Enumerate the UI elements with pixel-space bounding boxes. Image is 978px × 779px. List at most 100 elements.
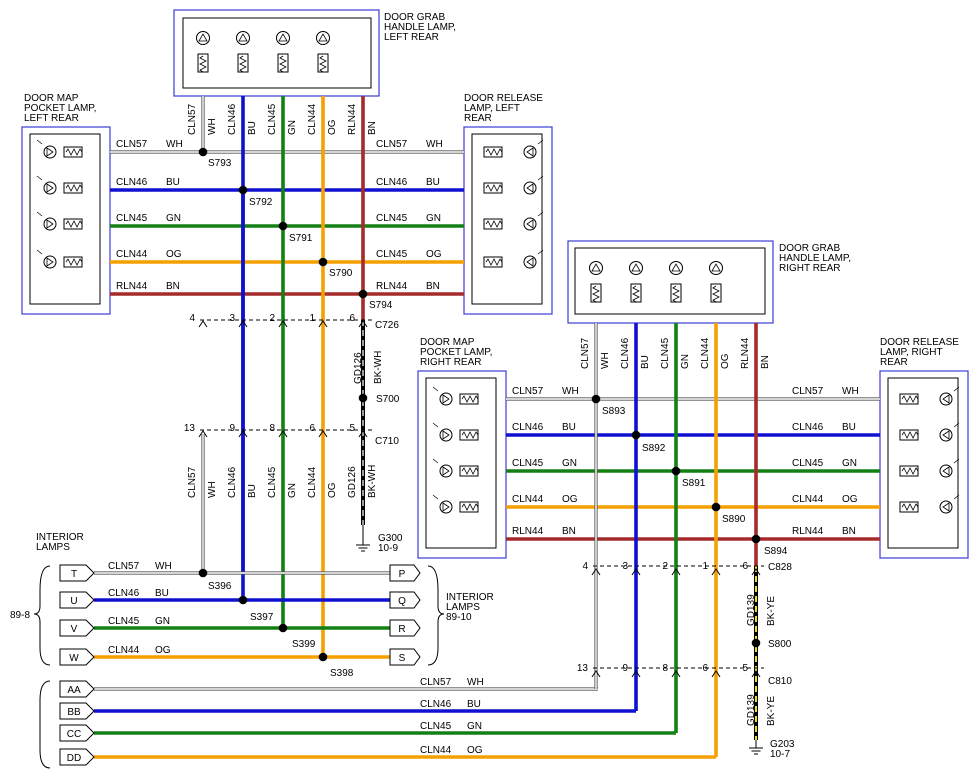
color-label: OG — [166, 249, 182, 260]
circuit-label: CLN45 — [267, 466, 278, 498]
resistor-zigzag — [485, 148, 503, 156]
light-ray — [537, 175, 544, 181]
resistor-zigzag — [279, 55, 287, 73]
light-ray — [36, 211, 43, 217]
c810-label: C810 — [768, 676, 792, 687]
terminal-u — [59, 591, 95, 609]
terminal-v — [59, 619, 95, 637]
release-right-lamp — [899, 386, 960, 406]
circuit-label: CLN46 — [376, 177, 408, 188]
c710-pin — [358, 430, 368, 438]
wires — [94, 96, 880, 759]
resistor-zigzag — [901, 431, 919, 439]
c726-label: C726 — [375, 320, 399, 331]
s794-dot — [358, 289, 368, 299]
circuit-label: RLN44 — [512, 526, 544, 537]
brace-left-lower — [39, 680, 51, 769]
color-label: BN — [426, 281, 440, 292]
grab-left-lamp — [236, 31, 250, 73]
c710-pin — [318, 430, 328, 438]
c828-pin — [671, 568, 681, 576]
splice-label: S700 — [376, 394, 400, 405]
lamp-diode-icon — [631, 263, 641, 272]
lamp-diode-icon — [671, 263, 681, 272]
color-label: OG — [720, 353, 731, 369]
terminal-q — [389, 591, 421, 609]
lamp-diode-icon — [442, 466, 450, 476]
terminal-w-label: W — [69, 653, 79, 664]
s893-dot — [591, 394, 601, 404]
circuit-label: CLN45 — [512, 458, 544, 469]
circuit-label: CLN57 — [420, 677, 452, 688]
resistor-zigzag — [485, 220, 503, 228]
g203-ground — [749, 747, 763, 755]
lamp-diode-icon — [46, 219, 54, 229]
splice-label: S794 — [369, 300, 393, 311]
map-right-lamp — [432, 458, 479, 478]
g300-ref: 10-9 — [378, 543, 398, 554]
splice-label: S397 — [250, 612, 274, 623]
map-right-lamp — [432, 386, 479, 406]
release-right-title: REAR — [880, 357, 908, 368]
circuit-label: CLN45 — [116, 213, 148, 224]
circuit-label: CLN45 — [792, 458, 824, 469]
circuit-label: CLN57 — [108, 561, 140, 572]
color-label: WH — [842, 386, 859, 397]
terminal-v-label: V — [71, 624, 78, 635]
resistor-zigzag — [461, 395, 479, 403]
g300 — [356, 544, 370, 552]
interior-left-ref: 89-8 — [10, 610, 30, 621]
resistor-zigzag — [319, 55, 327, 73]
terminal-p — [389, 564, 421, 582]
lamp-diode-icon — [318, 33, 328, 42]
resistor-icon — [237, 53, 249, 73]
color-label: GN — [155, 616, 170, 627]
color-label: BU — [842, 422, 856, 433]
color-label: BN — [562, 526, 576, 537]
circuit-label: GD126 — [353, 352, 364, 384]
map-right-lamp — [432, 422, 479, 442]
light-ray — [36, 175, 43, 181]
lamp-diode-icon — [442, 502, 450, 512]
s396-dot — [198, 568, 208, 578]
g300-label: G300 — [378, 533, 403, 544]
c726-pin — [238, 320, 248, 328]
grab-right-title: DOOR GRAB — [779, 243, 840, 254]
color-label: BU — [562, 422, 576, 433]
splice-label: S890 — [722, 514, 746, 525]
map-left-lamp — [36, 249, 83, 269]
resistor-icon — [63, 182, 83, 194]
color-label: GN — [287, 120, 298, 135]
s790-dot — [318, 257, 328, 267]
s800-dot — [751, 638, 761, 648]
terminal-cc-label: CC — [67, 729, 81, 740]
circuit-label: CLN57 — [116, 139, 148, 150]
splice-label: S893 — [602, 406, 626, 417]
terminal-s — [389, 648, 421, 666]
circuit-label: CLN46 — [227, 103, 238, 135]
terminal-t — [59, 564, 95, 582]
pin-number: 5 — [742, 663, 748, 674]
color-label: BU — [155, 588, 169, 599]
terminal-r — [389, 619, 421, 637]
resistor-zigzag — [461, 467, 479, 475]
pin-number: 8 — [269, 423, 275, 434]
brace-left-upper — [33, 565, 51, 666]
resistor-zigzag — [901, 467, 919, 475]
grab-left-lamp — [316, 31, 330, 73]
resistor-zigzag — [65, 148, 83, 156]
resistor-zigzag — [592, 285, 600, 303]
resistor-icon — [483, 256, 503, 268]
resistor-icon — [63, 218, 83, 230]
circuit-label: GD126 — [347, 466, 358, 498]
lamp-diode-icon — [711, 263, 721, 272]
release-left-lamp — [483, 175, 544, 195]
color-label: BK-WH — [367, 465, 378, 498]
circuit-label: CLN45 — [376, 249, 408, 260]
splice-label: S793 — [208, 158, 232, 169]
interior-left-title: INTERIOR — [36, 532, 84, 543]
circuit-label: CLN57 — [512, 386, 544, 397]
interior-right-title: LAMPS — [446, 602, 480, 613]
